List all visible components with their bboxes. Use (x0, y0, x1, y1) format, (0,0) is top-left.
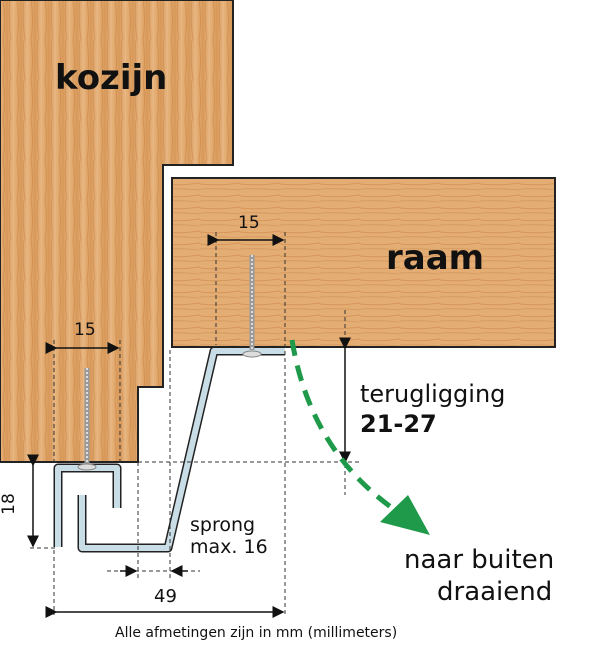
screw-frame (77, 368, 97, 471)
frame-label: kozijn (55, 58, 168, 98)
offset-label: sprong (190, 514, 256, 536)
rotation-arrowhead-icon (380, 495, 430, 535)
recess-label: terugligging (360, 380, 506, 408)
offset-value: max. 16 (190, 536, 268, 558)
height-dimension: 18 (0, 493, 19, 515)
width-dimension: 49 (154, 586, 177, 607)
recess-value: 21-27 (360, 410, 437, 438)
footnote: Alle afmetingen zijn in mm (millimeters) (115, 625, 398, 641)
sash-screw-dimension: 15 (238, 213, 260, 233)
screw-sash (242, 255, 262, 358)
sash-label: raam (386, 238, 485, 278)
rotation-arrow (289, 339, 397, 513)
dimension-arrows (27, 234, 351, 618)
direction-label-line2: draaiend (437, 577, 553, 607)
sash-wood (171, 177, 556, 348)
frame-screw-dimension: 15 (74, 320, 96, 340)
direction-label-line1: naar buiten (404, 545, 555, 575)
